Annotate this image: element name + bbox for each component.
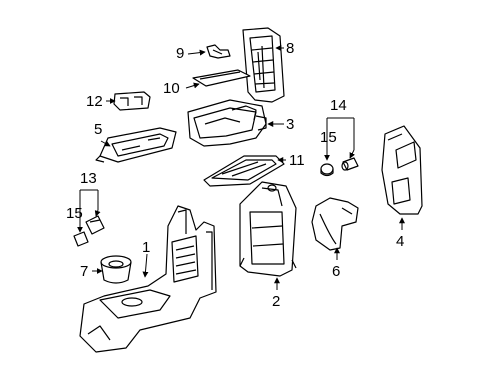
part-cup-insert <box>73 215 105 247</box>
part-console-base <box>79 205 217 353</box>
callout-15-lower: 15 <box>66 205 83 222</box>
part-curved-trim <box>311 197 359 251</box>
callout-9: 9 <box>176 45 185 62</box>
part-storage-bin <box>187 99 267 147</box>
callout-13: 13 <box>80 170 97 187</box>
callout-11: 11 <box>289 152 305 169</box>
part-plug <box>341 157 359 171</box>
callout-3: 3 <box>286 116 295 133</box>
callout-1: 1 <box>142 239 151 256</box>
part-cup-holder <box>100 255 132 284</box>
part-rear-bracket <box>239 181 297 277</box>
callout-6: 6 <box>332 263 341 280</box>
callout-14: 14 <box>330 97 347 114</box>
part-armrest-lid <box>242 27 285 103</box>
part-cap <box>320 163 334 177</box>
part-tray <box>95 127 177 163</box>
callout-7: 7 <box>80 263 89 280</box>
callout-5: 5 <box>94 121 103 138</box>
callout-15-upper: 15 <box>320 129 337 146</box>
part-liner <box>203 155 285 187</box>
callout-4: 4 <box>396 233 405 250</box>
callout-8: 8 <box>286 40 295 57</box>
part-side-panel <box>381 125 423 215</box>
part-pad <box>192 69 251 87</box>
callout-12: 12 <box>86 93 103 110</box>
callout-10: 10 <box>163 80 180 97</box>
part-clip <box>206 44 231 59</box>
callout-2: 2 <box>272 293 281 310</box>
part-bracket <box>113 91 151 111</box>
